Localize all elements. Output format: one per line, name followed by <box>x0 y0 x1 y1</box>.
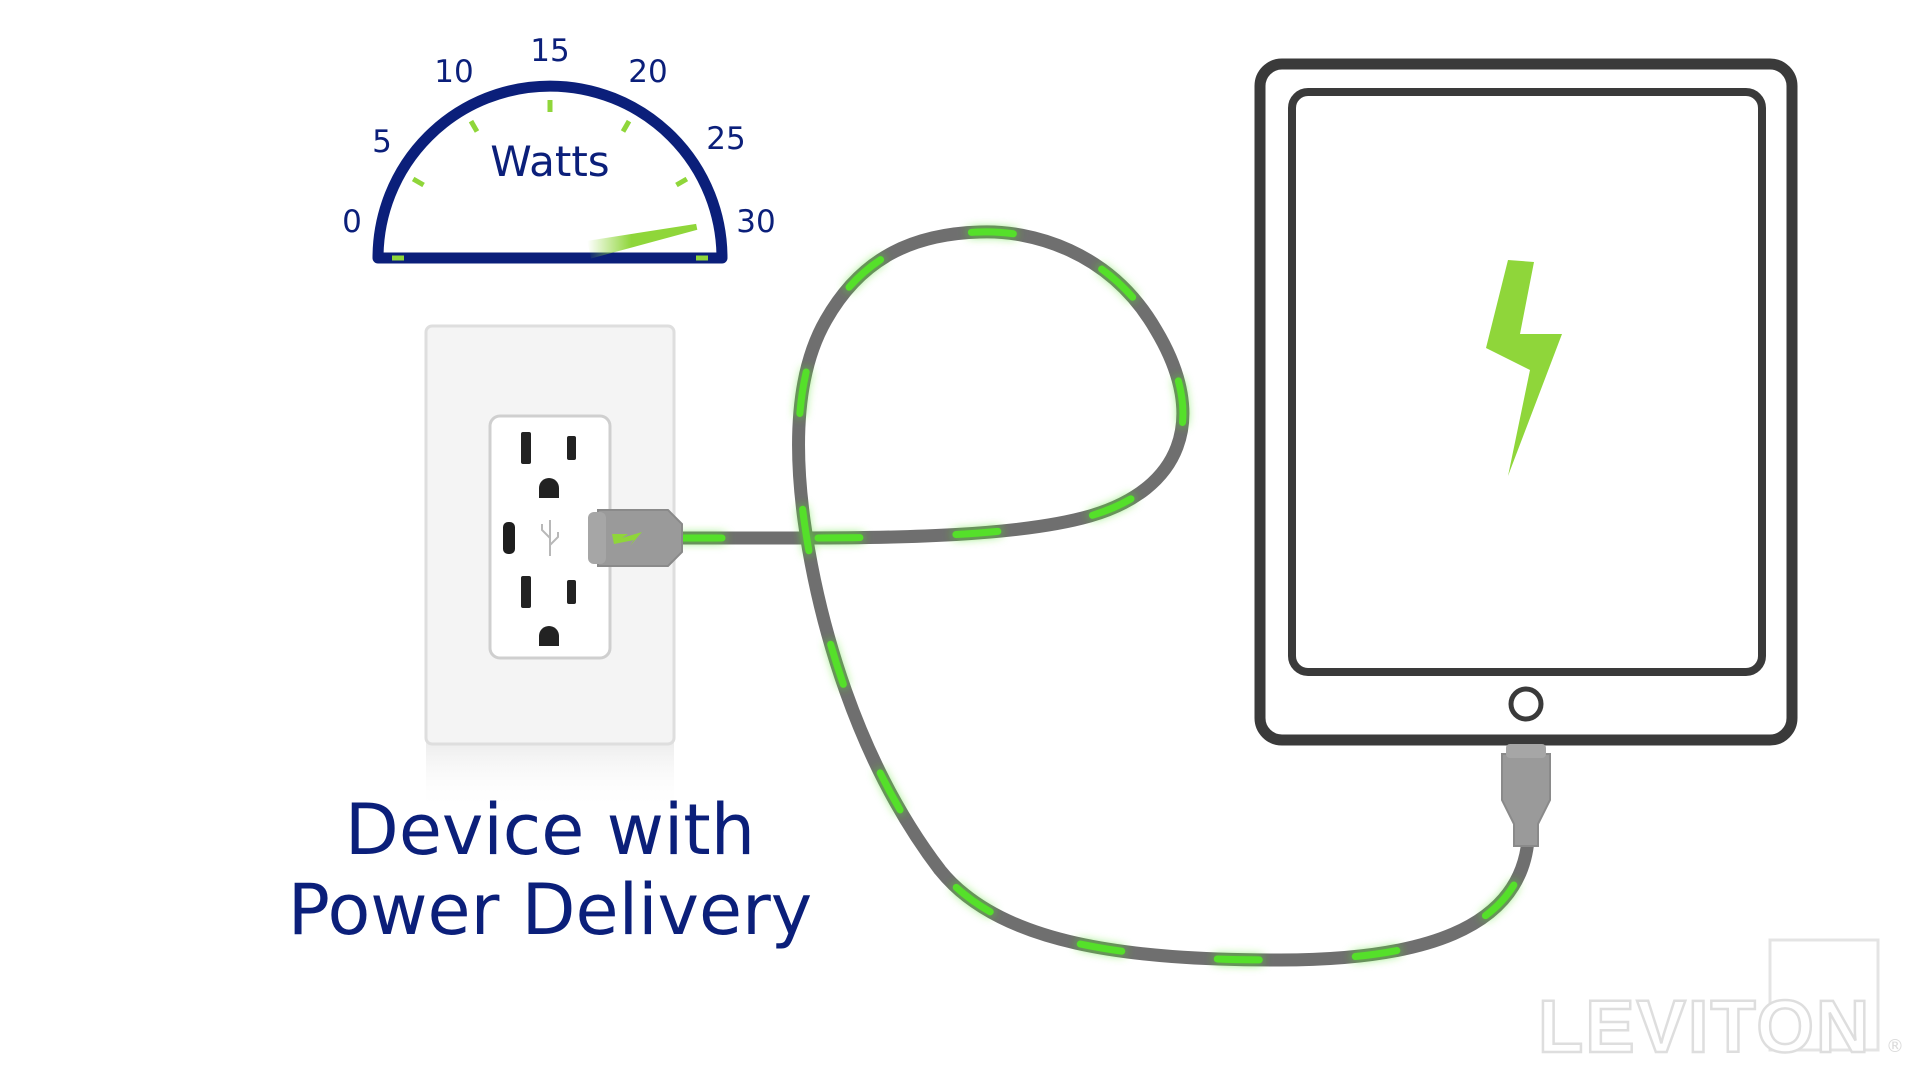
tablet-device <box>1254 58 1798 746</box>
gauge-tick-marks <box>392 100 708 261</box>
brand-name: LEVITON <box>1538 985 1871 1068</box>
gauge-tick-label-25: 25 <box>706 121 745 157</box>
gauge-title: Watts <box>490 137 609 186</box>
diagram-caption: Device with Power Delivery <box>230 790 870 950</box>
caption-line-1: Device with <box>344 789 756 871</box>
watt-gauge: 0 5 10 15 20 25 30 Watts <box>342 33 776 264</box>
cable-line <box>673 225 1535 967</box>
usb-cable <box>673 225 1535 967</box>
gauge-needle <box>587 223 698 259</box>
leviton-logo: LEVITON ® <box>1537 938 1904 1069</box>
tablet-screen <box>1288 88 1766 676</box>
lower-receptacle <box>521 576 576 646</box>
lightning-bolt-icon <box>612 532 642 546</box>
usb-plug-tablet <box>1501 744 1551 847</box>
gauge-tick-5 <box>675 176 689 188</box>
gauge-tick-label-10: 10 <box>434 54 473 90</box>
gauge-tick-label-15: 15 <box>530 33 569 69</box>
gauge-frame <box>372 80 728 264</box>
registered-mark: ® <box>1886 1036 1904 1057</box>
usb-wall-outlet <box>424 324 676 810</box>
tablet-home-button <box>1508 686 1544 722</box>
gauge-tick-2 <box>468 119 480 133</box>
lightning-bolt-icon <box>1486 260 1562 476</box>
gauge-tick-1 <box>411 176 425 188</box>
gauge-tick-label-30: 30 <box>736 204 775 240</box>
gauge-tick-label-0: 0 <box>342 204 362 240</box>
usb-c-plug-outlet <box>588 509 683 567</box>
usb-c-port <box>503 522 515 554</box>
gauge-tick-label-20: 20 <box>628 54 667 90</box>
usb-icon <box>541 520 559 556</box>
caption-line-2: Power Delivery <box>287 869 813 951</box>
gauge-tick-label-5: 5 <box>372 124 392 160</box>
gauge-tick-4 <box>620 119 632 133</box>
gauge-tick-labels: 0 5 10 15 20 25 30 <box>342 33 776 240</box>
upper-receptacle <box>521 432 576 498</box>
outlet-reflection <box>426 740 674 810</box>
